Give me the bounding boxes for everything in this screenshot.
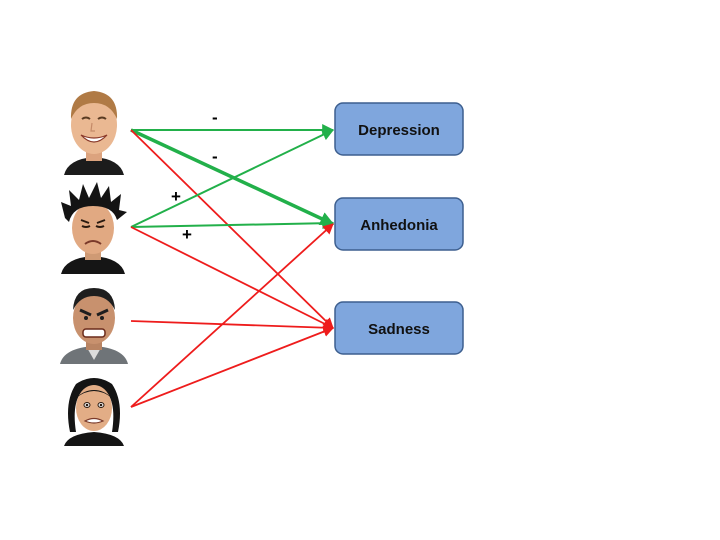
node-label: Sadness	[368, 321, 430, 338]
link-happy-to-sadness	[130, 129, 334, 329]
link-sad-to-anhedonia	[130, 217, 335, 230]
sign-label: -	[212, 147, 218, 166]
link-sad-to-sadness	[130, 226, 334, 329]
sign-labels: - - + +	[171, 108, 218, 244]
face-happy-image	[58, 85, 130, 175]
sign-label: +	[171, 187, 181, 206]
link-happy-to-anhedonia	[130, 128, 335, 226]
link-angry-to-sadness	[130, 320, 335, 334]
node-label: Anhedonia	[360, 217, 438, 234]
face-angry-image	[58, 280, 130, 364]
link-fearful-to-sadness	[130, 326, 335, 408]
link-fearful-to-anhedonia	[130, 223, 334, 408]
sign-label: -	[212, 108, 218, 127]
node-depression: Depression	[334, 102, 464, 156]
face-sad-image	[57, 182, 129, 274]
sign-label: +	[182, 225, 192, 244]
node-anhedonia: Anhedonia	[334, 197, 464, 251]
node-label: Depression	[358, 122, 440, 139]
links	[130, 124, 335, 408]
face-fearful-image	[58, 372, 130, 446]
link-sad-to-depression	[130, 129, 335, 228]
node-sadness: Sadness	[334, 301, 464, 355]
